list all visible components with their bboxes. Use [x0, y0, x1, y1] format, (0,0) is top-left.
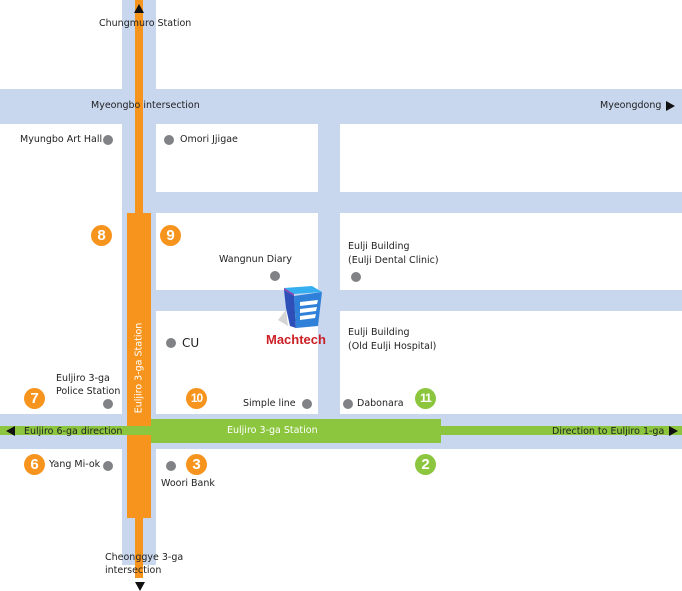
line2-station-block: [151, 419, 441, 443]
poi-police-line1: Euljiro 3-ga: [56, 373, 110, 384]
poi-cu: CU: [182, 336, 200, 350]
arrow-down-icon: [135, 582, 145, 591]
exit-10[interactable]: 10: [186, 388, 207, 409]
direction-south-line1[interactable]: Cheonggye 3-ga: [105, 552, 184, 563]
poi-eulji-building-dental-line1: Eulji Building: [348, 241, 410, 252]
arrow-right-icon: [669, 426, 678, 436]
exit-11[interactable]: 11: [415, 388, 436, 409]
line3-station-block: [127, 213, 151, 518]
poi-dot: [343, 399, 353, 409]
poi-dot: [166, 461, 176, 471]
poi-dot: [351, 272, 361, 282]
poi-myungbo-art-hall: Myungbo Art Hall: [20, 134, 103, 145]
line2-station-label: Euljiro 3-ga Station: [227, 425, 318, 436]
poi-yang-mi-ok: Yang Mi-ok: [49, 459, 101, 470]
poi-dabonara: Dabonara: [357, 398, 404, 409]
poi-dot: [103, 461, 113, 471]
poi-police-line2: Police Station: [56, 386, 121, 397]
direction-north[interactable]: Chungmuro Station: [99, 18, 192, 29]
arrow-up-icon: [134, 4, 144, 13]
exit-2[interactable]: 2: [415, 454, 436, 475]
exit-3[interactable]: 3: [186, 454, 207, 475]
poi-dot: [103, 399, 113, 409]
poi-dot: [164, 135, 174, 145]
poi-omori-jjigae: Omori Jjigae: [180, 134, 238, 145]
arrow-right-icon: [666, 101, 675, 111]
poi-dot: [166, 338, 176, 348]
direction-myeongdong[interactable]: Myeongdong: [600, 100, 662, 111]
poi-simple-line: Simple line: [243, 398, 296, 409]
road-horizontal-middle: [156, 290, 682, 311]
poi-dot: [103, 135, 113, 145]
poi-eulji-building-hospital-line1: Eulji Building: [348, 327, 410, 338]
exit-9[interactable]: 9: [160, 225, 181, 246]
direction-east[interactable]: Direction to Euljiro 1-ga: [552, 426, 665, 437]
exit-7[interactable]: 7: [24, 388, 45, 409]
poi-woori-bank: Woori Bank: [161, 478, 215, 489]
arrow-left-icon: [6, 426, 15, 436]
intersection-myeongbo: Myeongbo intersection: [91, 100, 200, 111]
line3-station-label: Euljiro 3-ga Station: [133, 322, 145, 414]
poi-eulji-building-hospital-line2: (Old Eulji Hospital): [348, 341, 437, 352]
road-horizontal-upper: [156, 192, 682, 213]
direction-west[interactable]: Euljiro 6-ga direction: [24, 426, 123, 437]
poi-eulji-building-dental-line2: (Eulji Dental Clinic): [348, 255, 439, 266]
exit-8[interactable]: 8: [91, 225, 112, 246]
poi-wangnun-diary: Wangnun Diary: [219, 254, 293, 265]
destination-name[interactable]: Machtech: [266, 332, 326, 347]
poi-dot: [270, 271, 280, 281]
exit-6[interactable]: 6: [24, 454, 45, 475]
direction-south-line2[interactable]: intersection: [105, 565, 162, 576]
road-vertical-east: [318, 124, 340, 414]
building-icon[interactable]: [276, 280, 326, 330]
road-myeongbo: [0, 89, 682, 124]
poi-dot: [302, 399, 312, 409]
